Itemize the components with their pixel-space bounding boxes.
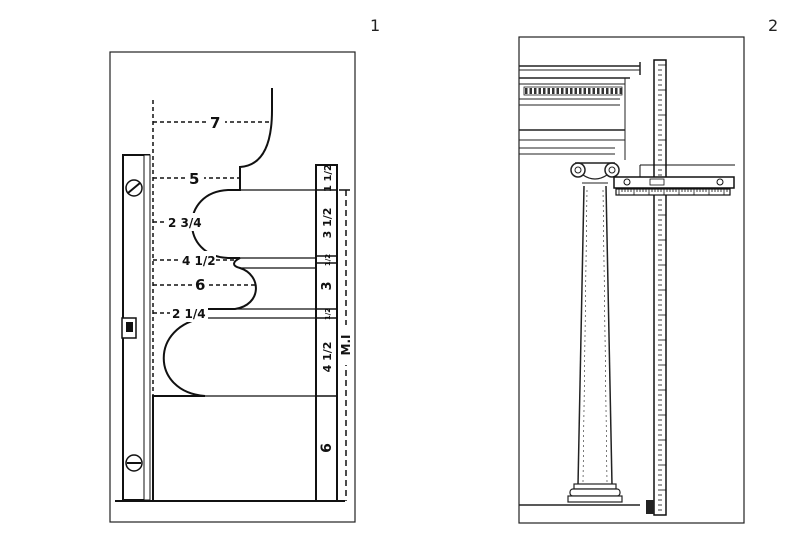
dentil-course bbox=[525, 88, 622, 94]
projection-label-6: 6 bbox=[195, 276, 205, 294]
ionic-capital bbox=[570, 162, 620, 184]
vertical-measuring-rod bbox=[646, 59, 667, 516]
column-base bbox=[519, 483, 640, 506]
height-label-1-1-2: 1 1/2 bbox=[323, 164, 334, 192]
projection-label-2-1-4: 2 1/4 bbox=[172, 307, 206, 321]
moulding-profile bbox=[152, 88, 273, 501]
volute-left-icon bbox=[570, 162, 586, 178]
projection-label-5: 5 bbox=[189, 170, 199, 188]
height-label-4-1-2: 4 1/2 bbox=[321, 342, 334, 373]
figure-1-number: 1 bbox=[370, 16, 381, 35]
height-label-3: 3 bbox=[320, 281, 335, 290]
level-screw-right-icon bbox=[716, 178, 724, 186]
figure-2-panel bbox=[518, 36, 745, 524]
projection-label-2-3-4: 2 3/4 bbox=[168, 216, 202, 230]
column-shaft bbox=[577, 185, 613, 486]
rod-label: M.I bbox=[339, 335, 353, 356]
horizontal-scale-ruler bbox=[615, 188, 731, 196]
spirit-level bbox=[121, 154, 151, 501]
level-vial-bottom-icon bbox=[125, 454, 143, 472]
volute-right-icon bbox=[604, 162, 620, 178]
height-label-3-1-2: 3 1/2 bbox=[321, 208, 334, 239]
projection-dash-lines bbox=[152, 100, 272, 396]
level-vial-top-icon bbox=[125, 179, 143, 197]
figure-1-frame bbox=[109, 51, 356, 523]
projection-label-7: 7 bbox=[210, 114, 220, 132]
figure-2-number: 2 bbox=[768, 16, 779, 35]
projection-label-4-1-2: 4 1/2 bbox=[182, 254, 216, 268]
entablature bbox=[519, 62, 641, 160]
figure-2-frame bbox=[518, 36, 745, 524]
level-screw-left-icon bbox=[623, 178, 631, 186]
height-label-6: 6 bbox=[319, 443, 335, 453]
figure-1-panel: 7 5 2 3/4 4 1/2 6 2 1/4 1 1/2 3 1/2 1/2 … bbox=[109, 51, 356, 523]
horizontal-level-bar bbox=[613, 164, 735, 189]
height-label-half-b: 1/2 bbox=[324, 308, 332, 320]
height-label-half-a: 1/2 bbox=[324, 254, 332, 266]
